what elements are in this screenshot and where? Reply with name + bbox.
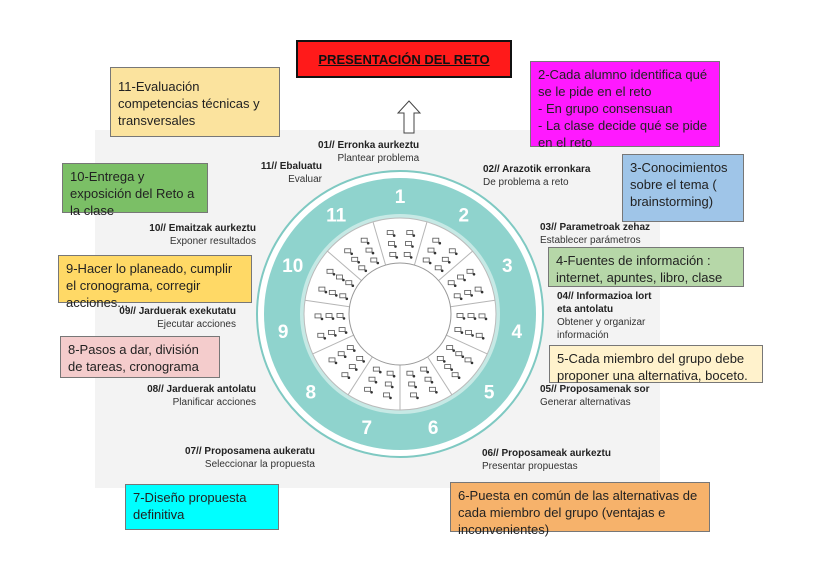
segment-sketch-4 [454, 312, 488, 340]
segment-sketch-6 [406, 366, 438, 400]
note-step-6: 6-Puesta en común de las alternativas de… [450, 482, 710, 537]
segment-sketch-3 [447, 268, 484, 301]
segment-sketch-11 [344, 237, 380, 273]
wheel-spoke [438, 250, 473, 281]
wheel-number-2: 2 [459, 206, 470, 227]
wheel-spoke [312, 334, 354, 355]
segment-sketch-9 [314, 312, 348, 340]
segment-sketch-8 [328, 345, 366, 380]
note-step-11: 11-Evaluación competencias técnicas y tr… [110, 67, 280, 137]
up-arrow-icon [396, 100, 422, 134]
note-step-4: 4-Fuentes de información : internet, apu… [548, 247, 744, 287]
wheel-number-4: 4 [512, 322, 523, 343]
wheel-spoke [304, 299, 350, 308]
wheel-number-8: 8 [306, 382, 317, 403]
wheel-spoke [446, 334, 488, 355]
wheel-number-9: 9 [278, 322, 289, 343]
wheel-spoke [413, 221, 428, 266]
wheel-number-11: 11 [326, 206, 347, 227]
wheel-center [348, 262, 452, 366]
wheel-numbers: 1 2 3 4 5 6 7 8 9 10 11 [278, 187, 523, 439]
segment-sketch-2 [422, 237, 458, 273]
wheel-spoke [327, 250, 362, 281]
note-step-10: 10-Entrega y exposición del Reto a la cl… [62, 163, 208, 218]
segment-sketch-7 [364, 366, 396, 400]
note-step-2: 2-Cada alumno identifica qué se le pide … [530, 61, 720, 150]
wheel-spoke [427, 356, 453, 396]
note-step-7: 7-Diseño propuesta definitiva [125, 484, 279, 530]
wheel-number-10: 10 [282, 256, 303, 277]
note-step-5: 5-Cada miembro del grupo debe proponer u… [549, 345, 763, 383]
wheel-spoke [450, 299, 496, 308]
segment-sketch-5 [436, 345, 474, 380]
wheel-number-3: 3 [502, 256, 513, 277]
wheel-number-6: 6 [428, 418, 439, 439]
note-step-8: 8-Pasos a dar, división de tareas, crono… [60, 336, 220, 378]
note-step-9: 9-Hacer lo planeado, cumplir el cronogra… [58, 255, 252, 310]
wheel-spokes [304, 221, 496, 410]
segment-sketch-10 [318, 268, 355, 301]
wheel-spoke [347, 356, 373, 396]
note-step-3: 3-Conocimientos sobre el tema ( brainsto… [622, 154, 744, 222]
wheel-number-5: 5 [484, 382, 495, 403]
wheel-spoke [372, 221, 387, 266]
wheel-sketches [314, 230, 488, 400]
wheel-number-1: 1 [395, 187, 406, 208]
segment-sketch-1 [386, 230, 416, 259]
wheel-number-7: 7 [362, 418, 373, 439]
page-title: PRESENTACIÓN DEL RETO [296, 40, 512, 78]
